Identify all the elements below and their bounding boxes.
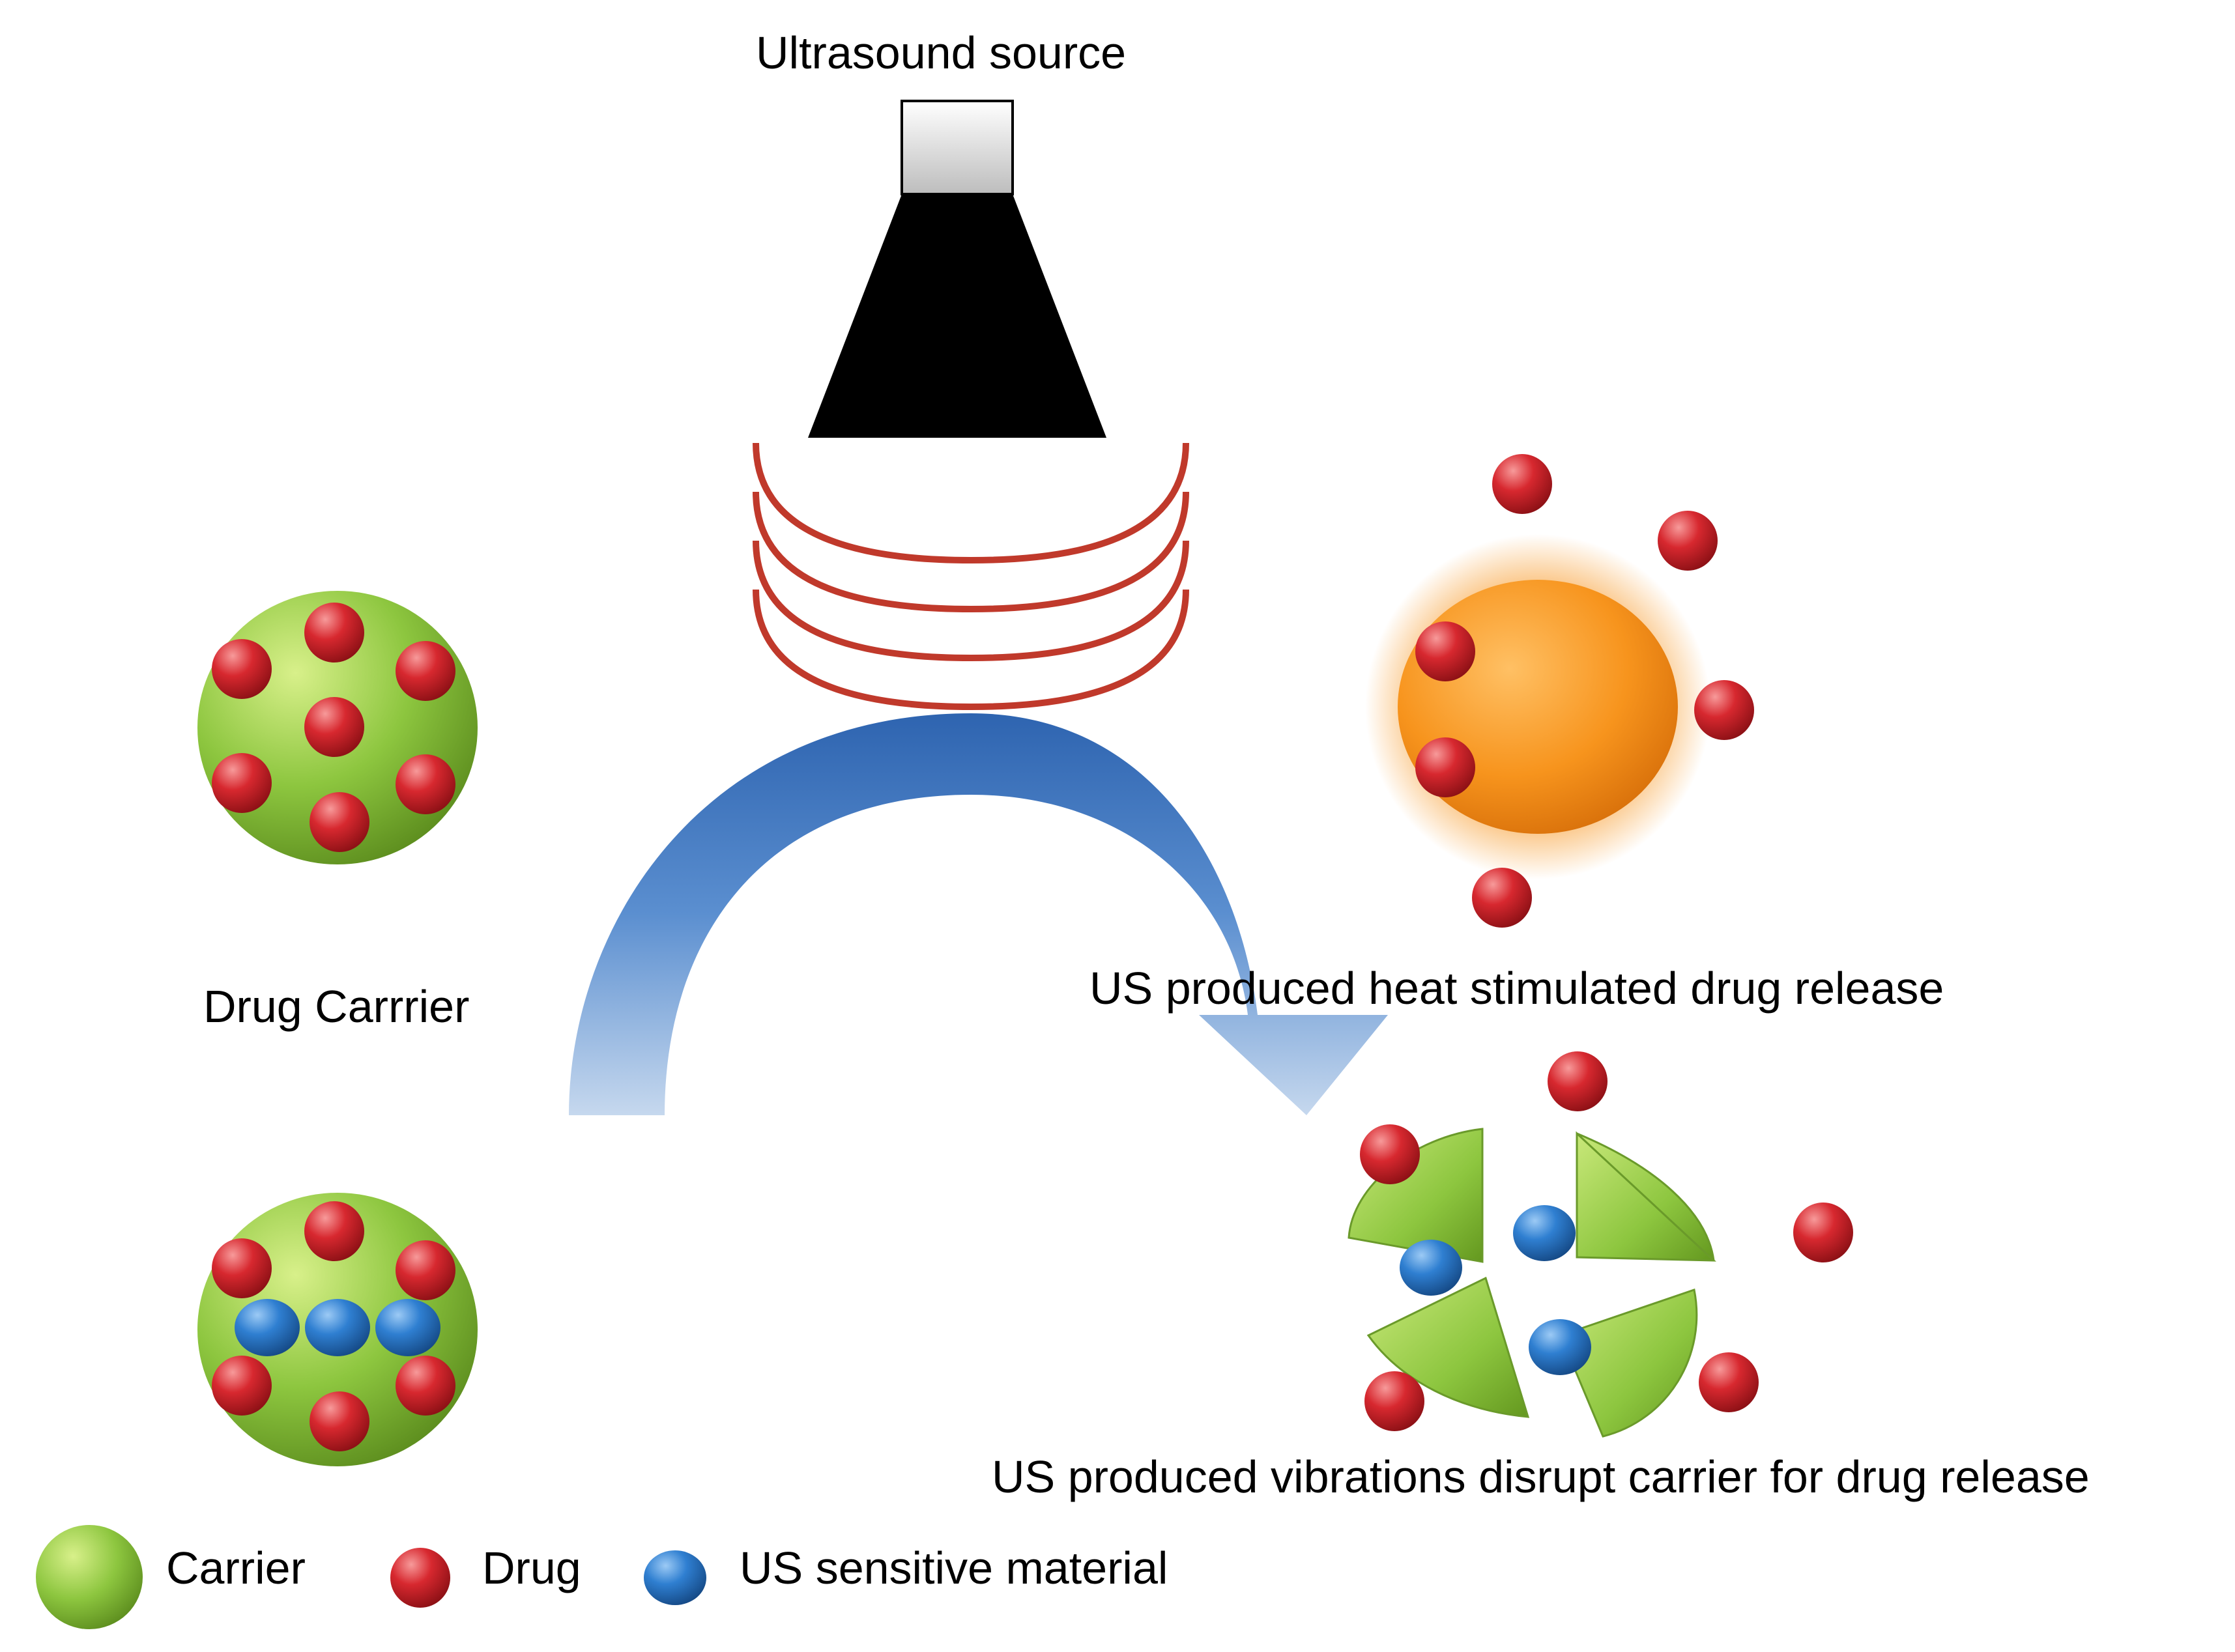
ultrasound-waves xyxy=(753,442,1189,711)
legend-carrier-symbol xyxy=(36,1525,143,1629)
legend-drug-label: Drug xyxy=(482,1543,581,1593)
vibration-release-label: US produced vibrations disrupt carrier f… xyxy=(992,1451,2090,1502)
drug-carrier-label: Drug Carrrier xyxy=(203,981,470,1032)
ultrasound-source-label: Ultrasound source xyxy=(756,27,1127,78)
drug-carrier-2 xyxy=(197,1193,478,1466)
drug-carrier-1 xyxy=(197,591,478,864)
ultrasound-source-box xyxy=(901,100,1014,195)
legend-carrier-label: Carrier xyxy=(166,1543,306,1593)
disrupted-carrier xyxy=(1348,1051,1853,1438)
legend-drug-symbol xyxy=(390,1548,450,1608)
ultrasound-transducer-cone xyxy=(808,194,1106,438)
heat-release-label: US produced heat stimulated drug release xyxy=(1089,963,1944,1014)
legend-us-sensitive-label: US sensitive material xyxy=(740,1543,1168,1593)
process-arrow xyxy=(569,713,1388,1115)
legend-symbols xyxy=(36,1525,706,1629)
legend-us-sensitive-symbol xyxy=(644,1550,706,1605)
heated-carrier xyxy=(1365,454,1754,928)
